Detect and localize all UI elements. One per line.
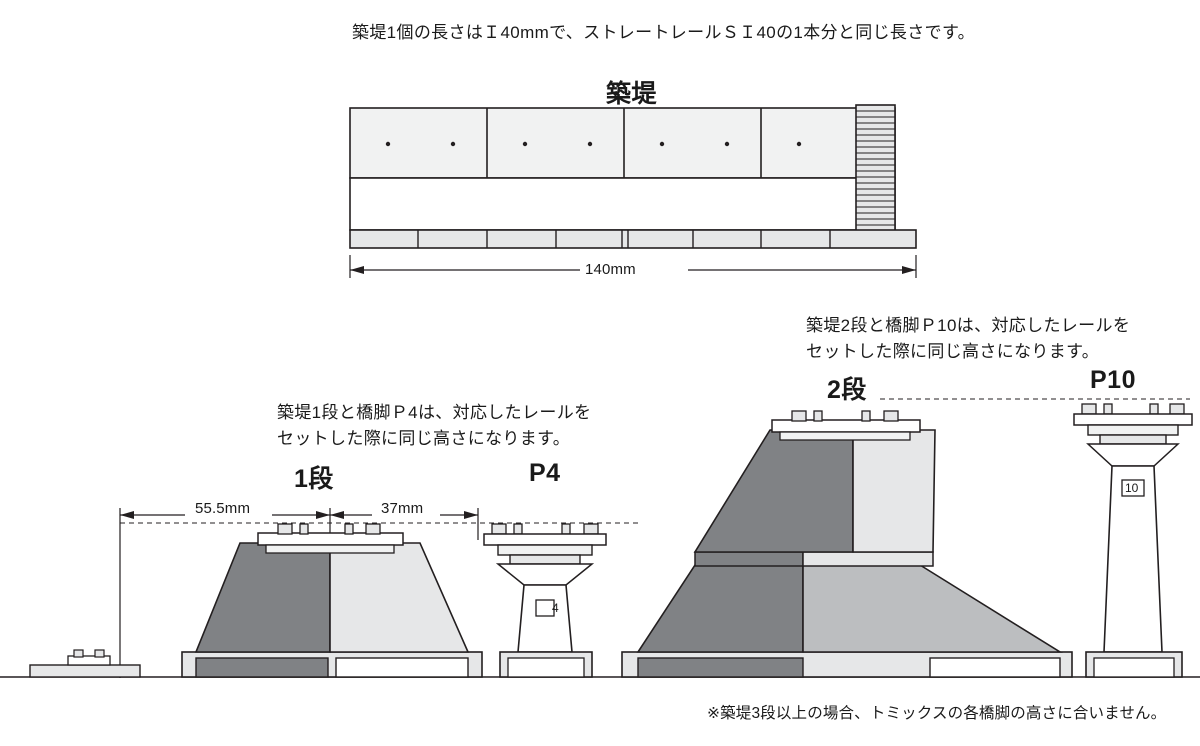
note-p4: 築堤1段と橋脚Ｐ4は、対応したレールを セットした際に同じ高さになります。 bbox=[277, 403, 592, 449]
embankment-title: 築堤 bbox=[606, 80, 658, 108]
label-2dan: 2段 bbox=[827, 376, 867, 404]
pier-p4 bbox=[483, 523, 607, 678]
top-caption: 築堤1個の長さはＩ40mmで、ストレートレールＳＩ40の1本分と同じ長さです。 bbox=[352, 23, 975, 42]
elevation-comparison-drawing bbox=[0, 380, 1200, 700]
embankment-length-dim: 140mm bbox=[585, 261, 636, 278]
dim-55-5mm: 55.5mm bbox=[195, 500, 251, 517]
pier-p10-number: 10 bbox=[1125, 481, 1139, 495]
embankment-2dan bbox=[621, 410, 1073, 678]
label-p10: P10 bbox=[1090, 366, 1136, 394]
label-p4: P4 bbox=[529, 459, 561, 487]
dim-37mm: 37mm bbox=[381, 500, 424, 517]
footnote: ※築堤3段以上の場合、トミックスの各橋脚の高さに合いません。 bbox=[707, 705, 1167, 722]
note-p10: 築堤2段と橋脚Ｐ10は、対応したレールを セットした際に同じ高さになります。 bbox=[806, 316, 1131, 362]
label-1dan: 1段 bbox=[294, 465, 334, 493]
pier-p4-number: 4 bbox=[552, 601, 559, 615]
pier-p10 bbox=[1073, 403, 1193, 678]
embankment-1dan bbox=[181, 523, 483, 678]
embankment-top-view bbox=[340, 100, 920, 290]
